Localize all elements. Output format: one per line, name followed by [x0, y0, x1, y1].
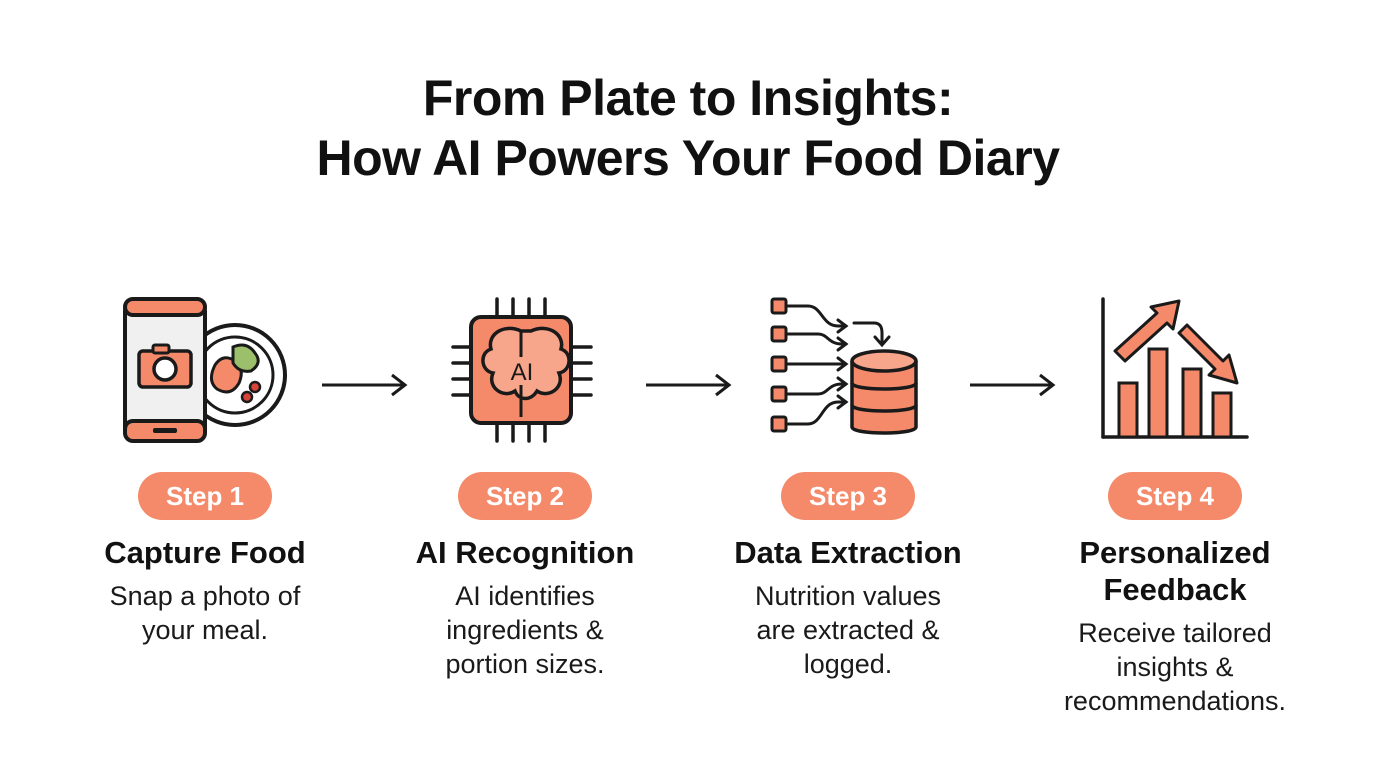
- step-personalized-feedback: Step 4 Personalized Feedback Receive tai…: [1025, 290, 1325, 718]
- ai-brain-chip-icon: AI: [375, 290, 675, 450]
- bar-chart-trend-icon: [1025, 290, 1325, 450]
- step-badge: Step 4: [1107, 472, 1243, 520]
- step-description: Snap a photo of your meal.: [109, 581, 301, 645]
- step-description: Nutrition values are extracted & logged.: [754, 581, 942, 679]
- data-flow-database-icon: [698, 290, 998, 450]
- step-title: Data Extraction: [734, 535, 962, 570]
- title-line-2: How AI Powers Your Food Diary: [316, 130, 1060, 186]
- title-line-1: From Plate to Insights:: [422, 70, 954, 126]
- step-data-extraction: Step 3 Data Extraction Nutrition values …: [698, 290, 998, 681]
- step-description: AI identifies ingredients & portion size…: [445, 581, 605, 679]
- step-capture-food: Step 1 Capture Food Snap a photo of your…: [55, 290, 355, 647]
- phone-camera-plate-icon: [55, 290, 355, 450]
- step-badge: Step 2: [457, 472, 593, 520]
- step-badge: Step 1: [137, 472, 273, 520]
- arrow-right-icon: [970, 373, 1056, 397]
- step-title: Capture Food: [104, 535, 306, 570]
- page-title: From Plate to Insights: How AI Powers Yo…: [0, 68, 1376, 188]
- arrow-right-icon: [646, 373, 732, 397]
- step-description: Receive tailored insights & recommendati…: [1063, 618, 1287, 716]
- step-ai-recognition: AI Step 2 AI Recognition AI identifies i…: [375, 290, 675, 681]
- arrow-right-icon: [322, 373, 408, 397]
- chip-label: AI: [511, 359, 534, 386]
- step-title: Personalized Feedback: [1079, 535, 1271, 607]
- step-badge: Step 3: [780, 472, 916, 520]
- step-title: AI Recognition: [415, 535, 635, 570]
